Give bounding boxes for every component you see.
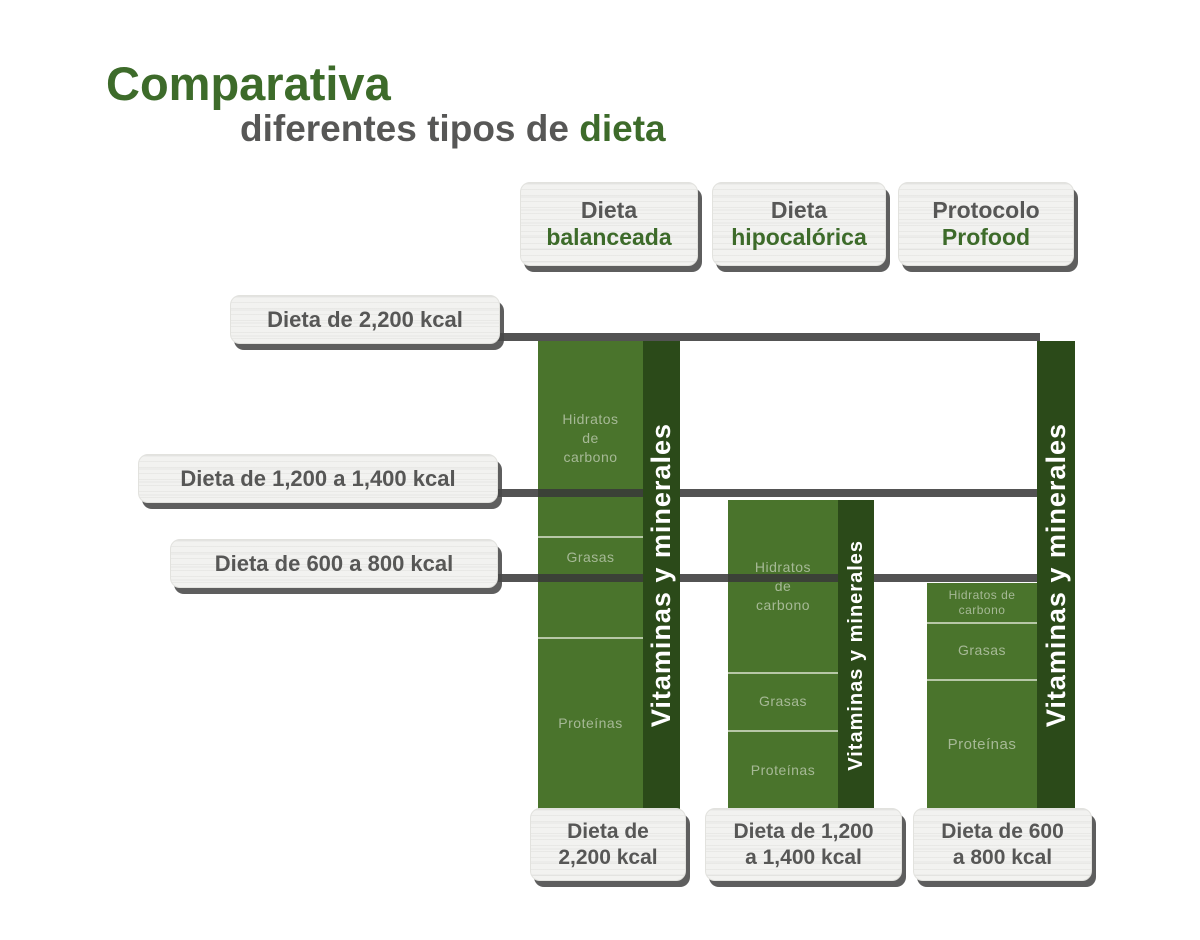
- header-box-dieta-hipocalorica: Dieta hipocalórica: [712, 182, 886, 266]
- subtitle-accent: dieta: [579, 108, 666, 149]
- segment-divider: [927, 622, 1037, 624]
- segment-proteinas: Proteínas: [927, 679, 1037, 810]
- kcal-label-2200: Dieta de 2,200 kcal: [230, 295, 500, 344]
- segment-label: Proteínas: [947, 736, 1017, 753]
- segment-grasas: Grasas: [728, 672, 838, 730]
- header-line2: hipocalórica: [731, 224, 867, 250]
- vitamins-band-label: Vitaminas y minerales: [1040, 423, 1071, 728]
- header-box-dieta-balanceada: Dieta balanceada: [520, 182, 698, 266]
- page-subtitle: diferentes tipos de dieta: [240, 108, 666, 150]
- segment-divider: [927, 679, 1037, 681]
- page-title: Comparativa: [106, 57, 391, 110]
- segment-label: Hidratos de carbono: [948, 587, 1016, 617]
- segment-proteinas: Proteínas: [538, 637, 643, 810]
- kcal-label-600-800: Dieta de 600 a 800 kcal: [170, 539, 498, 588]
- kcal-label-text: Dieta de 1,200 a 1,400 kcal: [180, 465, 456, 491]
- header-line2: Profood: [941, 224, 1031, 250]
- bottom-label-1200-1400: Dieta de 1,200 a 1,400 kcal: [705, 808, 902, 881]
- bar-dieta-hipocalorica: Hidratos de carbono Grasas Proteínas: [728, 500, 838, 810]
- segment-divider: [728, 672, 838, 674]
- segment-label: Grasas: [758, 692, 808, 709]
- connector-line-2200: [480, 333, 1040, 341]
- bottom-label-text: Dieta de 600 a 800 kcal: [941, 819, 1064, 869]
- bottom-label-600-800: Dieta de 600 a 800 kcal: [913, 808, 1092, 881]
- header-box-protocolo-profood: Protocolo Profood: [898, 182, 1074, 266]
- segment-grasas: Grasas: [538, 548, 643, 567]
- header-line1: Dieta: [770, 197, 828, 223]
- vitamins-band-protocolo-profood: Vitaminas y minerales: [1037, 341, 1075, 810]
- segment-hidratos: Hidratos de carbono: [728, 500, 838, 672]
- vitamins-band-dieta-balanceada: Vitaminas y minerales: [643, 341, 680, 810]
- segment-divider: [538, 536, 643, 538]
- kcal-label-text: Dieta de 600 a 800 kcal: [214, 550, 454, 576]
- segment-label: Grasas: [566, 549, 615, 565]
- segment-label: Proteínas: [750, 761, 816, 778]
- segment-label: Proteínas: [558, 715, 623, 731]
- header-line1: Dieta: [580, 197, 638, 223]
- segment-hidratos: Hidratos de carbono: [538, 341, 643, 536]
- segment-label: Grasas: [957, 642, 1007, 658]
- bar-protocolo-profood: Hidratos de carbono Grasas Proteínas: [927, 583, 1037, 810]
- bottom-label-text: Dieta de 2,200 kcal: [558, 819, 658, 869]
- segment-hidratos: Hidratos de carbono: [927, 583, 1037, 622]
- segment-proteinas: Proteínas: [728, 730, 838, 810]
- connector-line-600-800: [470, 574, 1040, 582]
- vitamins-band-dieta-hipocalorica: Vitaminas y minerales: [838, 500, 874, 810]
- kcal-label-text: Dieta de 2,200 kcal: [267, 306, 463, 332]
- vitamins-band-label: Vitaminas y minerales: [844, 539, 867, 771]
- segment-label: Hidratos de carbono: [562, 411, 619, 465]
- segment-divider: [538, 637, 643, 639]
- segment-divider: [728, 730, 838, 732]
- header-line2: balanceada: [546, 224, 672, 250]
- kcal-label-1200-1400: Dieta de 1,200 a 1,400 kcal: [138, 454, 498, 503]
- bottom-label-2200: Dieta de 2,200 kcal: [530, 808, 686, 881]
- connector-line-1200-1400: [470, 489, 1040, 497]
- segment-label: Hidratos de carbono: [754, 558, 812, 613]
- subtitle-text: diferentes tipos de: [240, 108, 580, 149]
- segment-grasas: Grasas: [927, 622, 1037, 679]
- vitamins-band-label: Vitaminas y minerales: [646, 423, 676, 728]
- bottom-label-text: Dieta de 1,200 a 1,400 kcal: [733, 819, 874, 869]
- header-line1: Protocolo: [932, 197, 1040, 223]
